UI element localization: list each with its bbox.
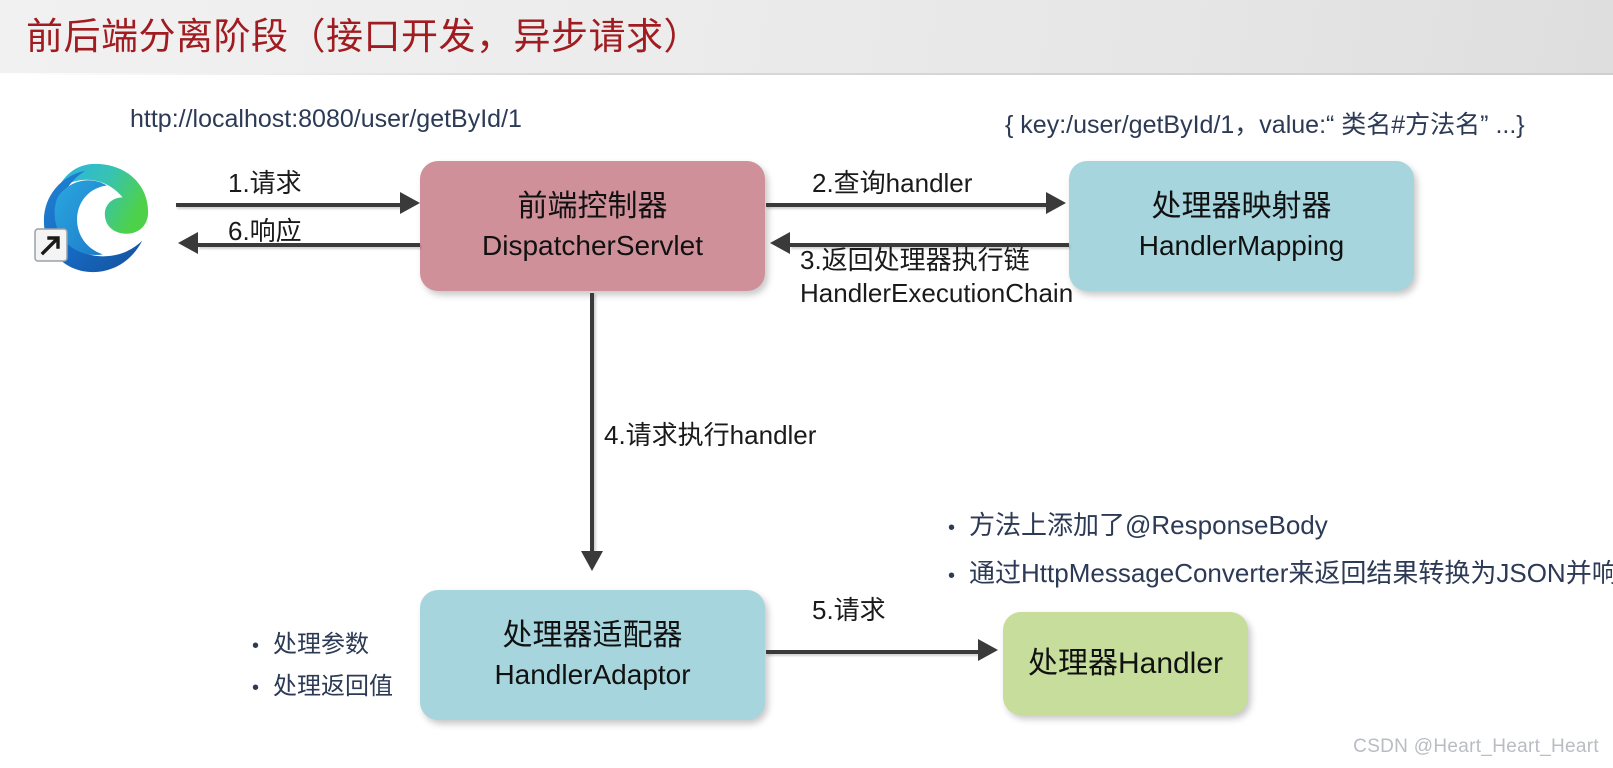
flow-2-arrowhead <box>1046 192 1066 214</box>
bullet-icon: • <box>948 517 956 539</box>
page-title: 前后端分离阶段（接口开发，异步请求） <box>26 16 701 57</box>
handler-note-1: • 方法上添加了@ResponseBody <box>948 505 1328 542</box>
flow-1-label: 1.请求 <box>228 168 302 198</box>
handler-note-2: • 通过HttpMessageConverter来返回结果转换为JSON并响应 <box>948 553 1613 590</box>
mapping-entry-label: { key:/user/getById/1，value:“ 类名#方法名” ..… <box>1005 111 1525 139</box>
flow-6-arrowhead <box>178 232 198 254</box>
flow-6-line <box>198 243 420 247</box>
node-dispatcher-cn: 前端控制器 <box>517 190 668 223</box>
shortcut-arrow-icon <box>34 228 68 262</box>
node-handler[interactable]: 处理器Handler <box>1003 612 1248 715</box>
node-mapping-cn: 处理器映射器 <box>1151 190 1332 223</box>
adaptor-note-1-text: 处理参数 <box>273 631 370 658</box>
node-dispatcher-en: DispatcherServlet <box>482 230 703 261</box>
bullet-icon: • <box>252 677 260 699</box>
handler-note-2-text: 通过HttpMessageConverter来返回结果转换为JSON并响应 <box>969 558 1613 588</box>
header-band <box>0 0 1613 74</box>
flow-3-label: 3.返回处理器执行链 <box>800 245 1030 275</box>
header-divider <box>0 73 1613 75</box>
flow-1-line <box>176 203 404 207</box>
flow-2-line <box>766 203 1049 207</box>
flow-2-label: 2.查询handler <box>812 168 973 198</box>
node-handler-adaptor[interactable]: 处理器适配器 HandlerAdaptor <box>420 590 765 720</box>
flow-4-label: 4.请求执行handler <box>604 420 817 450</box>
flow-5-label: 5.请求 <box>812 595 886 625</box>
adaptor-note-1: • 处理参数 <box>252 624 369 659</box>
handler-note-1-text: 方法上添加了@ResponseBody <box>969 510 1328 540</box>
flow-4-line <box>590 293 594 555</box>
bullet-icon: • <box>948 565 956 587</box>
flow-3-arrowhead <box>770 232 790 254</box>
node-handler-mapping[interactable]: 处理器映射器 HandlerMapping <box>1069 161 1414 291</box>
adaptor-note-2: • 处理返回值 <box>252 666 393 701</box>
flow-3-label-secondary: HandlerExecutionChain <box>800 278 1074 308</box>
node-adaptor-en: HandlerAdaptor <box>494 659 691 690</box>
node-mapping-en: HandlerMapping <box>1138 230 1345 261</box>
bullet-icon: • <box>252 635 260 657</box>
flow-1-arrowhead <box>400 192 420 214</box>
node-handler-cn: 处理器Handler <box>1027 646 1224 680</box>
request-url-label: http://localhost:8080/user/getById/1 <box>130 105 522 133</box>
flow-5-line <box>766 650 981 654</box>
flow-3-line <box>790 243 1069 247</box>
node-adaptor-cn: 处理器适配器 <box>502 619 683 652</box>
adaptor-note-2-text: 处理返回值 <box>273 673 394 700</box>
flow-6-label: 6.响应 <box>228 216 302 246</box>
csdn-watermark: CSDN @Heart_Heart_Heart <box>1353 736 1599 757</box>
flow-4-arrowhead <box>581 551 603 571</box>
flow-5-arrowhead <box>978 639 998 661</box>
node-dispatcher-servlet[interactable]: 前端控制器 DispatcherServlet <box>420 161 765 291</box>
